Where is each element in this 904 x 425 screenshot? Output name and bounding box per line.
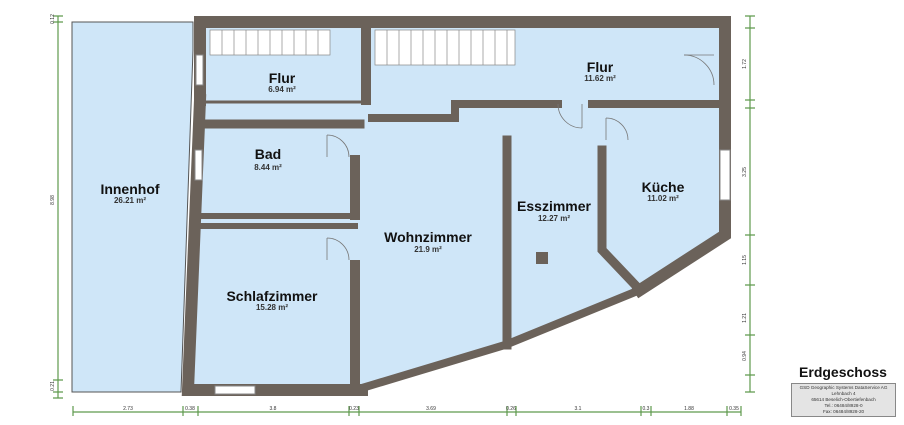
dim-label: 3.1 bbox=[575, 406, 582, 412]
room-schlafzimmer: Schlafzimmer 15.28 m² bbox=[226, 288, 318, 312]
room-bad: Bad 8.44 m² bbox=[254, 146, 282, 172]
room-flur-1: Flur 6.94 m² bbox=[268, 70, 296, 94]
dim-label: 3.25 bbox=[742, 167, 748, 177]
outer-wall-left bbox=[181, 93, 368, 396]
dim-label: 0.23 bbox=[349, 406, 359, 412]
room-area: 21.9 m² bbox=[414, 245, 442, 254]
room-area: 6.94 m² bbox=[268, 85, 296, 94]
room-esszimmer: Esszimmer 12.27 m² bbox=[517, 198, 591, 223]
tel: Tel.: 06484/8928-0 bbox=[824, 403, 863, 408]
room-area: 8.44 m² bbox=[254, 163, 282, 172]
dim-label: 0.3 bbox=[643, 406, 650, 412]
room-name: Flur bbox=[587, 59, 614, 75]
room-kueche: Küche 11.02 m² bbox=[642, 179, 685, 203]
dim-label: 3.69 bbox=[426, 406, 436, 412]
dim-label: 0.21 bbox=[50, 381, 56, 391]
room-name: Esszimmer bbox=[517, 198, 591, 214]
building-floor bbox=[188, 22, 725, 390]
room-name: Schlafzimmer bbox=[226, 288, 318, 304]
company: GSD Geographic Systems DataService AG bbox=[799, 385, 888, 390]
dimension-right: 1.72 3.25 1.15 1.21 0.94 bbox=[742, 15, 755, 393]
room-flur-2: Flur 11.62 m² bbox=[584, 59, 616, 83]
dim-label: 0.26 bbox=[506, 406, 516, 412]
room-area: 12.27 m² bbox=[538, 214, 570, 223]
stairs-left bbox=[209, 29, 331, 56]
dim-label: 0.94 bbox=[742, 351, 748, 361]
room-name: Innenhof bbox=[100, 181, 159, 197]
dim-label: 1.21 bbox=[742, 313, 748, 323]
city: 65614 Beselich-Obertiefenbach bbox=[811, 397, 876, 402]
room-area: 15.28 m² bbox=[256, 303, 288, 312]
room-wohnzimmer: Wohnzimmer 21.9 m² bbox=[384, 229, 472, 254]
column bbox=[536, 252, 548, 264]
dimension-bottom: 2.73 0.38 3.8 0.23 3.69 0.26 3.1 0.3 1.8… bbox=[72, 406, 742, 416]
dim-label: 8.98 bbox=[50, 195, 56, 205]
dim-label: 1.15 bbox=[742, 255, 748, 265]
dim-label: 2.73 bbox=[123, 406, 133, 412]
room-area: 26.21 m² bbox=[114, 196, 146, 205]
street: Lehnbach 4 bbox=[831, 391, 856, 396]
dim-label: 1.88 bbox=[684, 406, 694, 412]
dim-label: 0.38 bbox=[185, 406, 195, 412]
interior-walls bbox=[193, 17, 724, 390]
room-area: 11.62 m² bbox=[584, 74, 616, 83]
doors bbox=[326, 54, 715, 261]
room-name: Flur bbox=[269, 70, 296, 86]
windows bbox=[194, 54, 731, 395]
room-innenhof: Innenhof 26.21 m² bbox=[100, 181, 159, 205]
outer-wall bbox=[194, 16, 731, 299]
stairs-right bbox=[374, 29, 516, 66]
room-name: Bad bbox=[255, 146, 281, 162]
room-area: 11.02 m² bbox=[647, 194, 679, 203]
title-block: GSD Geographic Systems DataService AG Le… bbox=[791, 383, 896, 417]
floor-title: Erdgeschoss bbox=[799, 364, 887, 380]
room-name: Küche bbox=[642, 179, 685, 195]
room-name: Wohnzimmer bbox=[384, 229, 472, 245]
fax: Fax: 06484/8928-20 bbox=[822, 409, 865, 414]
dimension-left: 0.12 8.98 0.21 bbox=[50, 14, 63, 399]
dim-label: 0.35 bbox=[729, 406, 739, 412]
dim-label: 1.72 bbox=[742, 59, 748, 69]
dim-label: 0.12 bbox=[50, 14, 56, 24]
dim-label: 3.8 bbox=[270, 406, 277, 412]
innenhof-area bbox=[71, 21, 194, 393]
